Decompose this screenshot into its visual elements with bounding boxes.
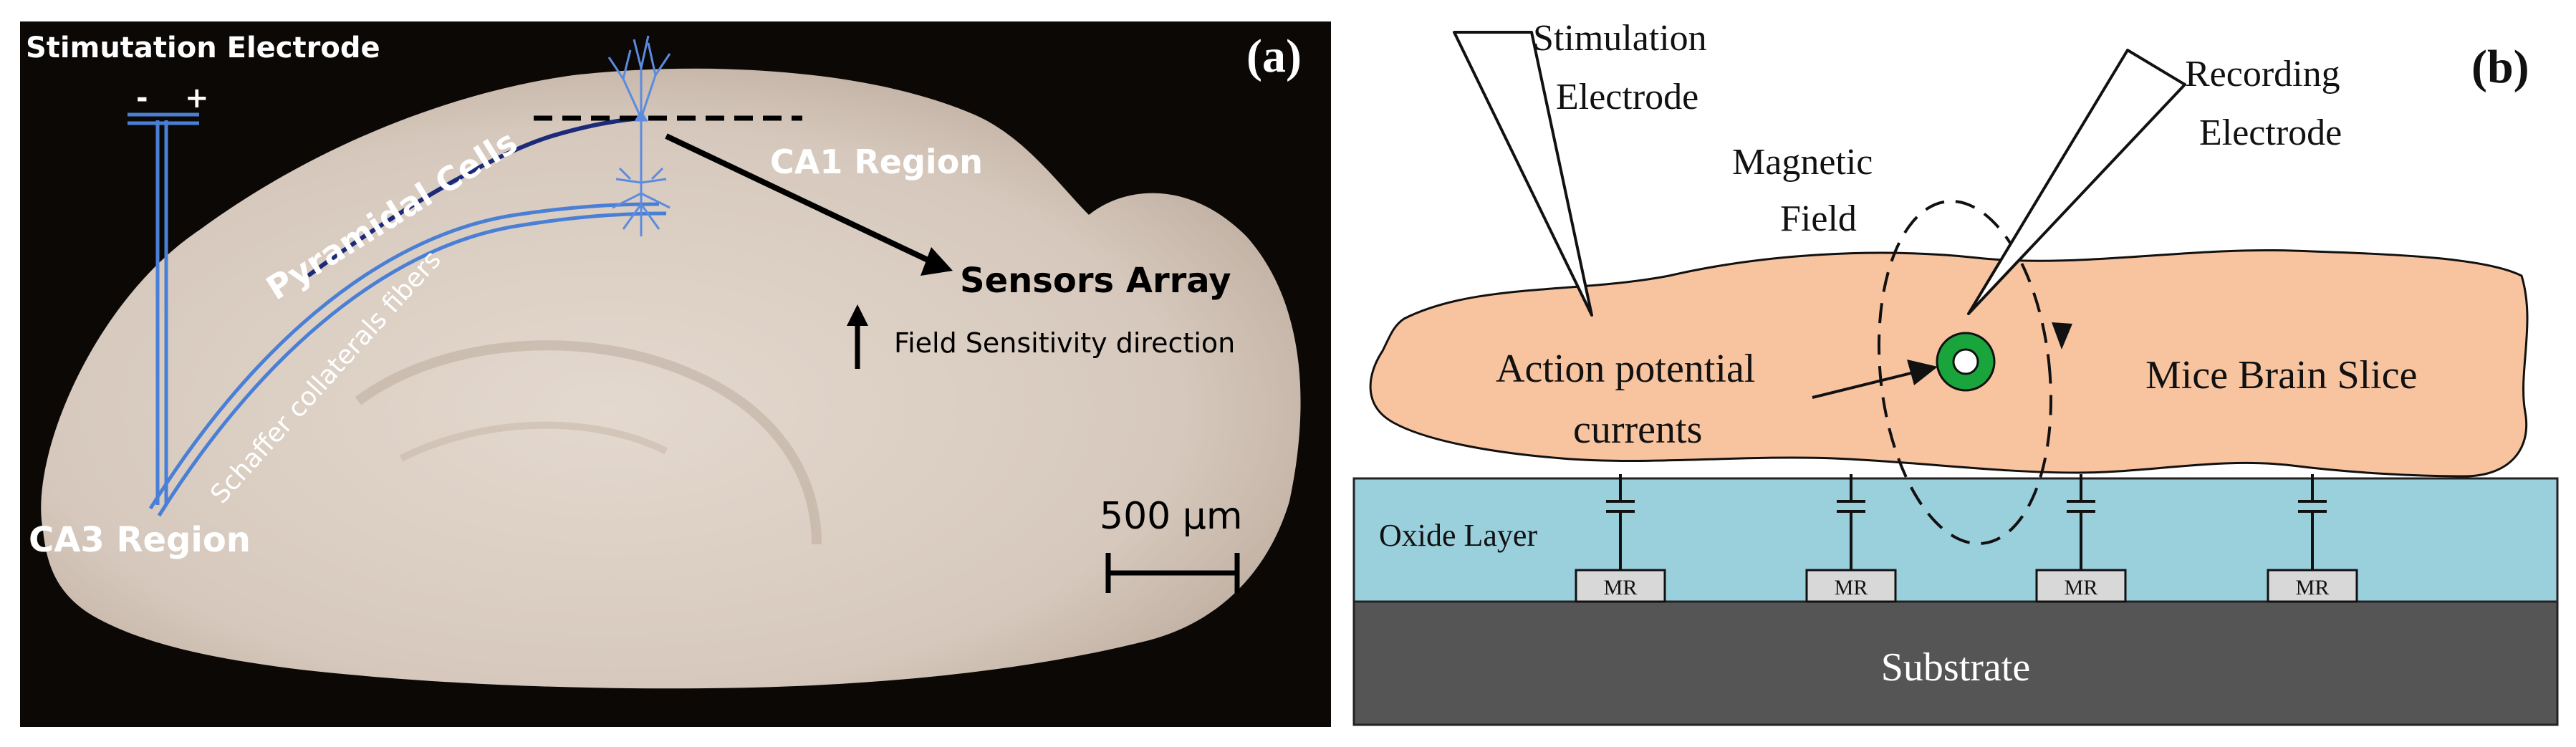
field-sensitivity-label: Field Sensitivity direction: [894, 327, 1235, 359]
pyramidal-neuron-icon: [607, 35, 671, 236]
mr-sensor-label: MR: [1604, 576, 1638, 599]
sensor-unit-2: MR: [1805, 474, 1897, 603]
panel-b: MR MR MR MR: [1352, 18, 2559, 726]
ca1-region-label: CA1 Region: [770, 143, 983, 181]
stim-electrode-label: Stimutation Electrode: [26, 32, 380, 64]
current-arrowhead: [1907, 360, 1938, 385]
action-potential-core: [1952, 348, 1979, 375]
recording-electrode-label-1: Recording: [2185, 54, 2340, 95]
hippocampus-slice: [41, 68, 1301, 689]
panel-b-tag: (b): [2471, 41, 2529, 93]
stim-electrode-label-1: Stimulation: [1533, 18, 1707, 59]
action-potential-label-2: currents: [1573, 408, 1702, 452]
mr-sensor-box: [1805, 569, 1897, 603]
ca3-region-label: CA3 Region: [29, 520, 251, 560]
pyramidal-layer-line: [307, 116, 642, 278]
sensor-unit-1: MR: [1575, 474, 1666, 603]
recording-electrode-label-2: Electrode: [2199, 112, 2342, 153]
recording-electrode-wedge: [1967, 49, 2186, 315]
electrode-minus-label: -: [136, 82, 148, 115]
mice-brain-slice-label: Mice Brain Slice: [2145, 353, 2417, 397]
magnetic-field-label-1: Magnetic: [1732, 142, 1873, 183]
mr-sensor-label: MR: [2296, 576, 2330, 599]
mr-sensor-box: [1575, 569, 1666, 603]
sensor-arrowhead: [921, 247, 953, 276]
action-potential-label-1: Action potential: [1496, 347, 1755, 391]
stim-electrode-shape: [128, 112, 199, 505]
field-sensitivity-arrowhead: [847, 304, 868, 326]
dentate-gyrus-fold: [355, 340, 822, 545]
sensor-unit-3: MR: [2035, 474, 2127, 603]
magnetic-field-arrowhead: [2052, 322, 2072, 350]
substrate-label: Substrate: [1881, 645, 2030, 690]
mr-sensor-label: MR: [2065, 576, 2098, 599]
sensors-array-label: Sensors Array: [960, 261, 1231, 301]
electrode-plus-label: +: [185, 82, 209, 115]
sensor-unit-4: MR: [2267, 474, 2358, 603]
stim-electrode-label-2: Electrode: [1556, 77, 1698, 117]
stim-electrode-wedge: [1453, 31, 1593, 317]
scale-bar-label: 500 µm: [1100, 495, 1243, 538]
magnetic-field-label-2: Field: [1780, 198, 1857, 239]
panel-a-tag: (a): [1246, 30, 1302, 82]
sensor-arrow: [665, 133, 940, 268]
schaffer-fiber-lines: [148, 202, 667, 517]
mr-sensor-label: MR: [1835, 576, 1868, 599]
inner-fold: [399, 421, 668, 462]
mr-sensor-box: [2035, 569, 2127, 603]
current-arrow: [1812, 370, 1921, 399]
mr-sensor-box: [2267, 569, 2358, 603]
oxide-layer-label: Oxide Layer: [1379, 518, 1537, 553]
panel-a: Stimutation Electrode - + (a) Pyramidal …: [20, 21, 1331, 727]
scale-bar: [1105, 553, 1240, 593]
